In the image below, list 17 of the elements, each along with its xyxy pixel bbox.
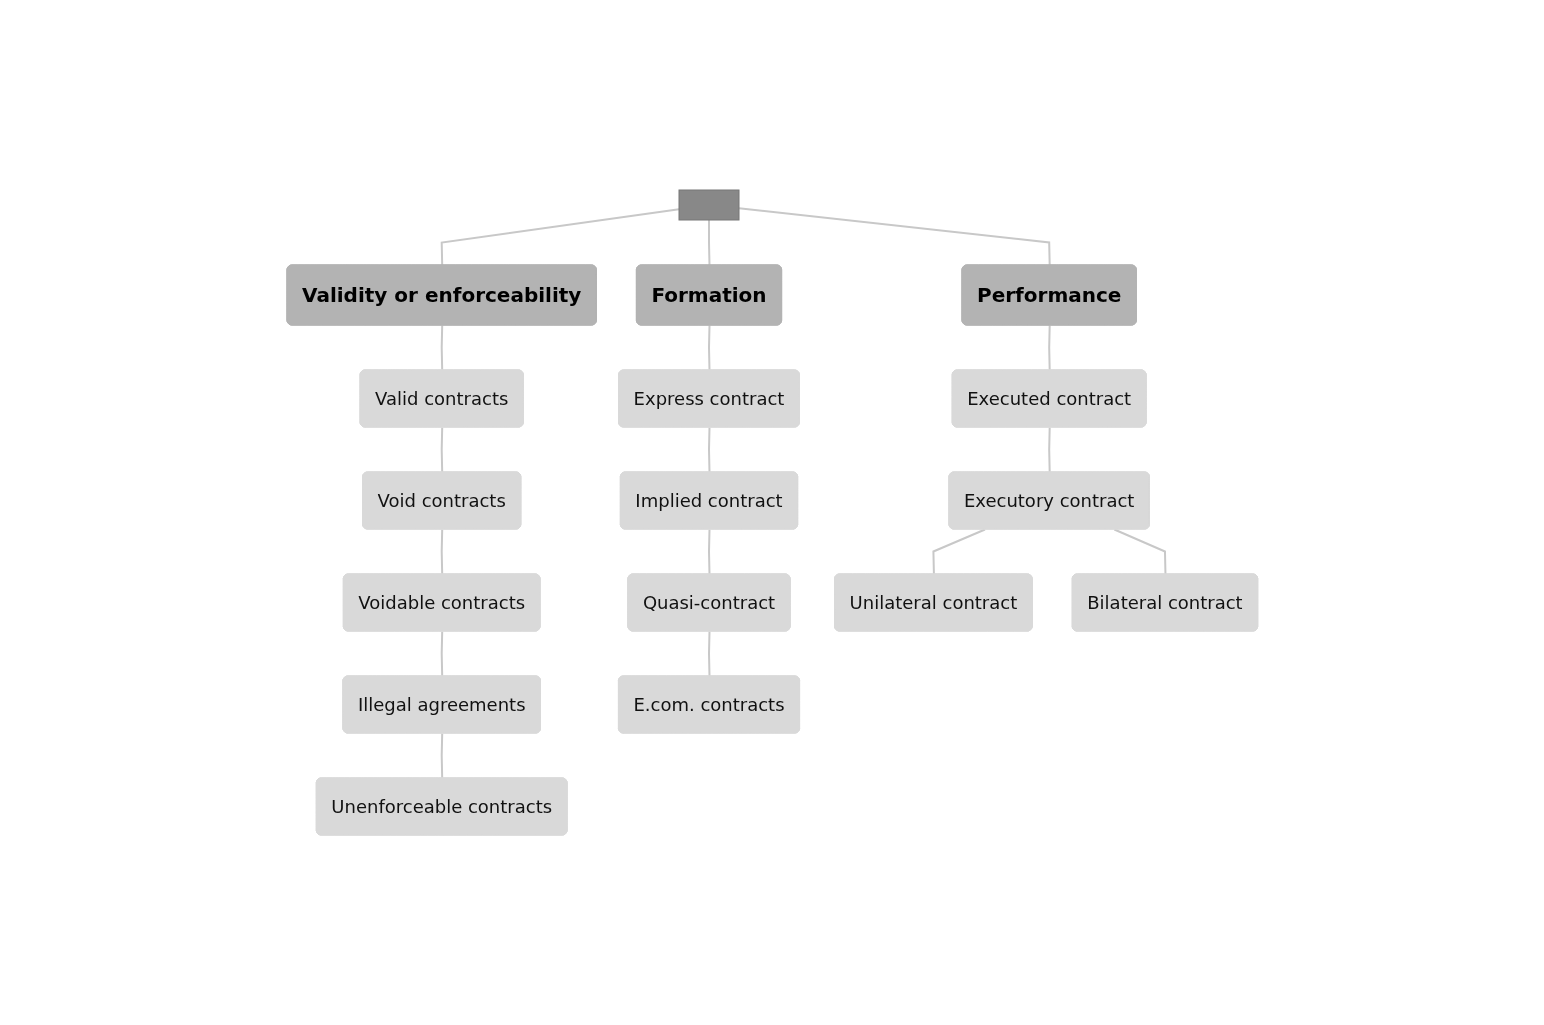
connector: [440, 208, 680, 267]
connector: [440, 426, 443, 474]
connector: [707, 426, 711, 474]
connector: [440, 630, 443, 678]
connector: [440, 732, 443, 780]
connector: [1047, 324, 1051, 372]
connector: [707, 324, 711, 372]
connector: [707, 528, 711, 576]
connector: [707, 219, 711, 267]
connector: [737, 207, 1051, 267]
connector: [440, 528, 443, 576]
connector: [1047, 426, 1051, 474]
connector: [932, 528, 986, 576]
connector: [1113, 528, 1167, 576]
node-box: [678, 189, 740, 221]
connector: [440, 324, 443, 372]
connector: [707, 630, 711, 678]
